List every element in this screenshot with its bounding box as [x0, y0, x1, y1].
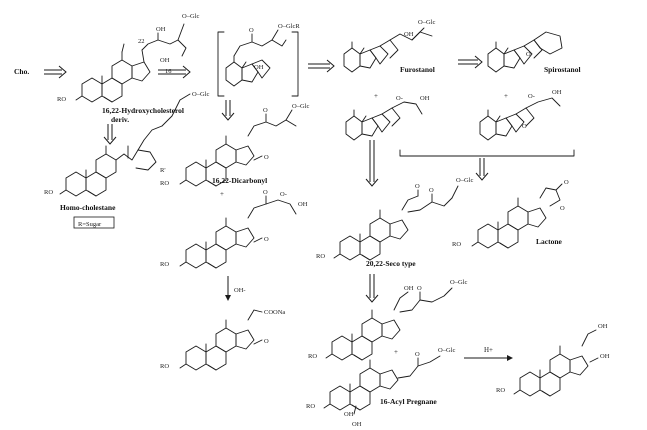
oglc-dicarbonyl: O–Glc: [292, 103, 309, 110]
oh-acyl-2-5: OH: [344, 411, 354, 418]
o-spirostanol: O: [526, 51, 531, 58]
oh-acyl-2-6: OH: [352, 421, 362, 428]
hydroxycholesterol-structure: [75, 23, 187, 103]
ro-a: RO: [57, 96, 66, 103]
o-dicarbonyl: O: [263, 107, 268, 114]
double-arrow-4: [458, 55, 483, 69]
oglc-homo: O–Glc: [192, 91, 209, 98]
double-arrow-down-2: [221, 100, 235, 121]
plus-3: +: [220, 190, 224, 198]
oh-intermediate: OH: [254, 64, 264, 71]
double-arrow-down-3: [365, 140, 379, 187]
acyl-pregnane-2-structure: [323, 355, 441, 415]
spirostanol-label: Spirostanol: [544, 65, 581, 74]
homocholestane-label: Homo-cholestane: [60, 203, 116, 212]
oh-acyl: OH: [404, 285, 414, 292]
furostanol-structure: [343, 27, 433, 73]
acyl-pregnane-structure: [325, 287, 453, 361]
dicarbonyl-ion-structure: [179, 195, 297, 269]
o-acyl: O: [417, 285, 422, 292]
o-minus-1: O-: [396, 95, 403, 102]
r-prime: R': [160, 167, 166, 174]
oh-diol-2: OH: [600, 353, 610, 360]
seco-label: 20,22-Seco type: [366, 259, 416, 268]
o-seco-1: O: [415, 183, 420, 190]
coona: COONa: [264, 309, 285, 316]
ro-seco: RO: [316, 253, 325, 260]
dicarbonyl-structure: [179, 109, 297, 187]
o-carboxylate: O: [264, 338, 269, 345]
oh-16: OH: [160, 57, 170, 64]
oglc-acyl-2: O–Glc: [438, 347, 455, 354]
ro-lactone: RO: [452, 241, 461, 248]
oh-minus-label: OH-: [234, 287, 246, 294]
oglc-top: O–Glc: [182, 13, 199, 20]
ro-homo: RO: [44, 189, 53, 196]
oh-ion-2: OH: [552, 89, 562, 96]
dicarbonyl-label: 16,22-Dicarbonyl: [212, 176, 267, 185]
acyl-pregnane-label: 16-Acyl Pregnane: [380, 397, 437, 406]
homocholestane-structure: [59, 93, 191, 197]
oh-ion-1: OH: [420, 95, 430, 102]
lactone-structure: [471, 183, 563, 249]
hydroxycholesterol-label-2: deriv.: [111, 115, 129, 124]
ro-acyl-1: RO: [308, 353, 317, 360]
double-arrow-down-4: [475, 158, 489, 181]
ro-carboxylate: RO: [160, 363, 169, 370]
bracketed-intermediate: [217, 29, 299, 97]
r-sugar-box: [73, 216, 115, 229]
oglc-acyl: O–Glc: [450, 279, 467, 286]
cholesterol-label: Cho.: [14, 67, 29, 76]
c22-label: 22: [138, 38, 145, 45]
o-lactone: O: [560, 205, 565, 212]
o-minus-2: O-: [528, 93, 535, 100]
seco-structure: [333, 185, 459, 261]
oh-22: OH: [156, 26, 166, 33]
o-lactone-co: O: [564, 179, 569, 186]
plus-4: +: [394, 348, 398, 356]
plus-2: +: [504, 92, 508, 100]
o-ion-2: O: [522, 123, 527, 130]
o-acyl-2: O: [415, 351, 420, 358]
oh-diol-1: OH: [598, 323, 608, 330]
furostanol-label: Furostanol: [400, 65, 435, 74]
lactone-bracket: [399, 149, 575, 157]
o-intermediate: O: [249, 27, 254, 34]
double-arrow-2: [158, 65, 191, 79]
o-dicarbonyl-16: O: [264, 154, 269, 161]
o-dicarbonyl-ion: O: [263, 189, 268, 196]
oh-dicarbonyl-ion: OH: [298, 201, 308, 208]
spirostanol-structure: [487, 31, 563, 73]
plus-1: +: [374, 92, 378, 100]
ro-diol: RO: [496, 387, 505, 394]
double-arrow-down-5: [365, 274, 379, 303]
oglcr: O–GlcR: [278, 23, 300, 30]
oglc-furostanol: O–Glc: [418, 19, 435, 26]
carboxylate-structure: [179, 309, 263, 371]
ro-dicarbonyl: RO: [160, 180, 169, 187]
oh-furostanol: OH: [404, 31, 414, 38]
ro-dicarbonyl-ion: RO: [160, 261, 169, 268]
o-dicarbonyl-ion-16: O: [264, 236, 269, 243]
pregnane-diol-structure: [513, 329, 599, 397]
lactone-label: Lactone: [536, 237, 563, 246]
double-arrow-down-1: [103, 124, 117, 145]
o-seco-2: O: [429, 187, 434, 194]
spirostanol-ion-structure: [479, 97, 561, 141]
h-plus-label: H+: [484, 346, 493, 354]
double-arrow-3: [308, 59, 335, 73]
oglc-seco: O–Glc: [456, 177, 473, 184]
o-minus-3: O-: [280, 191, 287, 198]
double-arrow-1: [44, 65, 67, 79]
hydroxycholesterol-label-1: 16,22-Hydroxycholesterol: [102, 106, 184, 115]
c16-label: 16: [165, 68, 172, 75]
furostanol-ion-structure: [345, 101, 423, 141]
ro-acyl-2: RO: [306, 403, 315, 410]
r-sugar-label: R=Sugar: [78, 221, 102, 228]
